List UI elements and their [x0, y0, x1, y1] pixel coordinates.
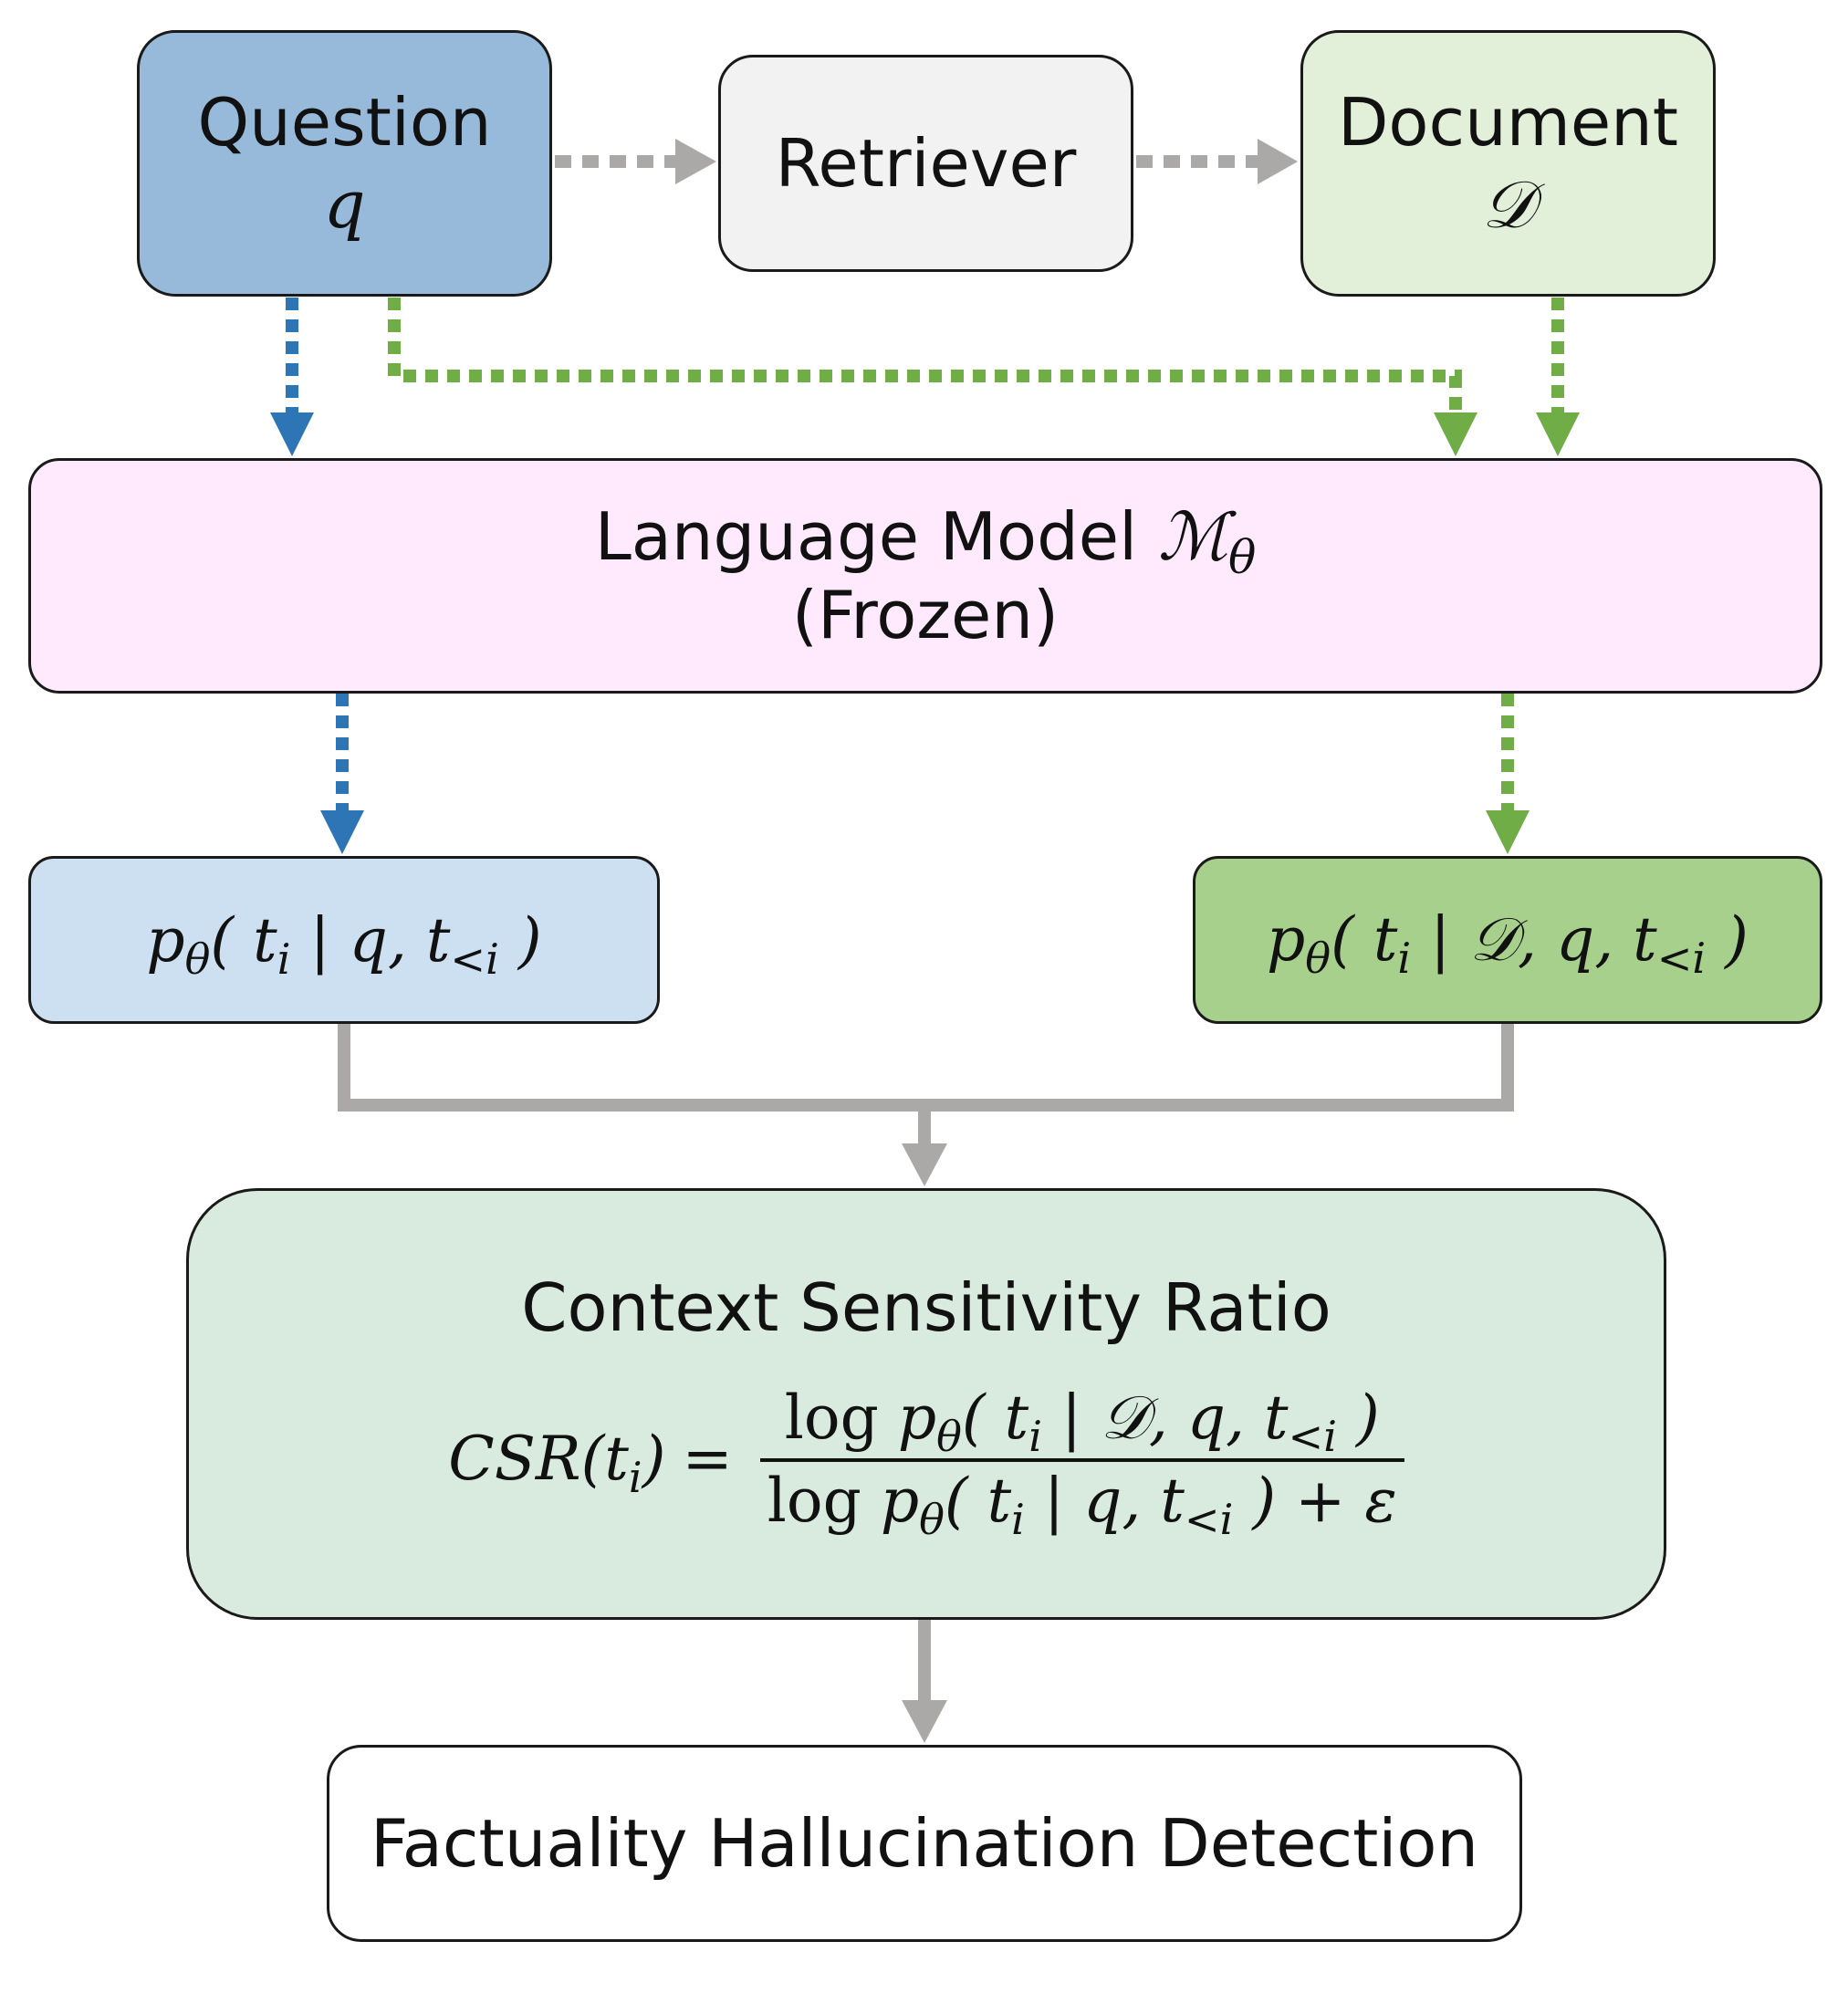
csr-numerator: log pθ( ti | 𝒟, q, t<i ) [778, 1379, 1387, 1458]
language-model-title: Language Model [594, 497, 1138, 575]
document-node: Document 𝒟 [1300, 30, 1716, 297]
csr-den-log: log [767, 1465, 881, 1536]
csr-node: Context Sensitivity Ratio CSR(ti) = log … [186, 1188, 1666, 1620]
csr-lhs-close: ) [642, 1424, 666, 1495]
csr-formula: CSR(ti) = log pθ( ti | 𝒟, q, t<i ) log p… [448, 1379, 1404, 1540]
csr-den-epsilon: ε [1364, 1465, 1397, 1536]
edge-question-to-lm-context [388, 297, 1477, 456]
csr-fraction-bar [759, 1457, 1404, 1462]
csr-equals: = [682, 1424, 733, 1495]
csr-lhs-text: CSR(t [448, 1424, 629, 1495]
prob-no-context-body: ( t [210, 904, 277, 976]
csr-num-close: ) [1337, 1382, 1380, 1453]
question-symbol: q [323, 166, 366, 243]
csr-den-close: ) [1233, 1465, 1277, 1536]
prob-context-close: ) [1706, 903, 1749, 975]
language-model-symbol-main: ℳ [1157, 497, 1228, 575]
edge-document-to-lm [1536, 297, 1580, 456]
document-title: Document [1337, 83, 1678, 161]
csr-den-i: i [1011, 1494, 1025, 1544]
csr-denominator: log pθ( ti | q, t<i ) + ε [760, 1462, 1404, 1540]
prob-context-i: i [1397, 933, 1412, 983]
prob-context-body: ( t [1331, 903, 1398, 975]
language-model-symbol: ℳθ [1157, 497, 1256, 580]
edge-retriever-to-document [1136, 139, 1298, 184]
prob-context-lt-i: <i [1656, 933, 1707, 983]
prob-no-context-formula: pθ( ti | q, t<i ) [146, 904, 542, 980]
language-model-title-line: Language Model ℳθ [594, 497, 1257, 580]
csr-fraction: log pθ( ti | 𝒟, q, t<i ) log pθ( ti | q,… [759, 1379, 1404, 1540]
csr-num-p: p [897, 1382, 937, 1453]
prob-no-context-lt-i: <i [450, 934, 499, 984]
prob-no-context-node: pθ( ti | q, t<i ) [28, 856, 660, 1024]
language-model-subtitle: (Frozen) [791, 577, 1060, 653]
retriever-node: Retriever [718, 55, 1133, 272]
edge-question-to-lm [270, 297, 314, 456]
document-symbol: 𝒟 [1481, 166, 1535, 243]
prob-no-context-p: p [146, 904, 185, 976]
csr-num-body: ( t [961, 1382, 1029, 1453]
prob-no-context-i: i [277, 934, 291, 984]
edge-probs-to-csr [338, 1024, 1514, 1186]
csr-den-theta: θ [919, 1494, 945, 1544]
csr-num-i: i [1028, 1411, 1042, 1461]
edge-csr-to-detection [902, 1620, 947, 1743]
csr-lhs-i: i [628, 1453, 642, 1503]
edge-lm-to-prob-no-context [320, 694, 364, 854]
prob-context-theta: θ [1305, 933, 1331, 983]
csr-num-given: | 𝒟, q, t [1041, 1382, 1289, 1453]
csr-title: Context Sensitivity Ratio [521, 1269, 1331, 1347]
prob-context-given: | 𝒟, q, t [1411, 903, 1657, 975]
prob-no-context-theta: θ [184, 934, 211, 984]
language-model-node: Language Model ℳθ (Frozen) [28, 458, 1822, 694]
detection-title: Factuality Hallucination Detection [370, 1804, 1479, 1882]
question-node: Question q [137, 30, 552, 297]
retriever-title: Retriever [775, 124, 1077, 202]
language-model-symbol-sub: θ [1227, 529, 1257, 584]
edge-lm-to-prob-context [1486, 694, 1530, 854]
edge-question-to-retriever [555, 139, 716, 184]
csr-num-log: log [784, 1382, 898, 1453]
prob-context-node: pθ( ti | 𝒟, q, t<i ) [1193, 856, 1822, 1024]
csr-den-plus: + [1276, 1465, 1365, 1536]
prob-context-formula: pθ( ti | 𝒟, q, t<i ) [1267, 903, 1749, 979]
question-title: Question [197, 83, 492, 161]
prob-context-p: p [1267, 903, 1306, 975]
csr-den-given: | q, t [1024, 1465, 1185, 1536]
csr-num-lt-i: <i [1288, 1411, 1338, 1461]
detection-node: Factuality Hallucination Detection [327, 1745, 1522, 1942]
csr-den-p: p [880, 1465, 920, 1536]
csr-lhs: CSR(ti) [448, 1424, 666, 1498]
prob-no-context-close: ) [498, 904, 542, 976]
csr-den-body: ( t [944, 1465, 1012, 1536]
prob-no-context-given: | q, t [290, 904, 451, 976]
csr-den-lt-i: <i [1184, 1494, 1234, 1544]
csr-num-theta: θ [936, 1411, 962, 1461]
